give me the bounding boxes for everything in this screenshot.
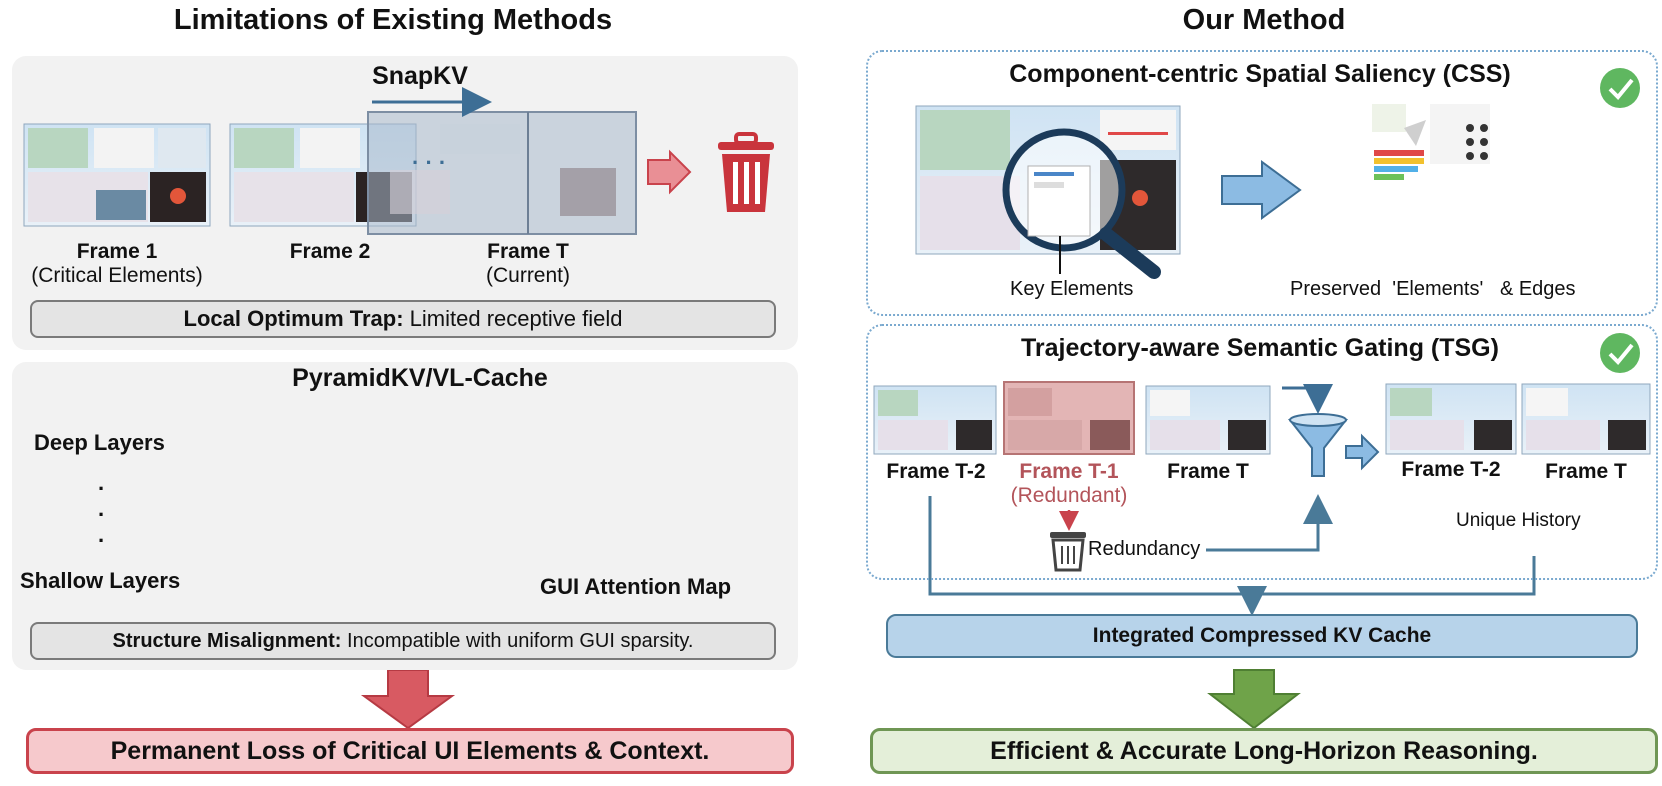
tsg-frame-t1 [1003, 381, 1135, 455]
deep-layers-label: Deep Layers [34, 430, 165, 455]
frame-1-name: Frame 1 [76, 240, 158, 263]
tsg-frame-t2-label: Frame T-2 [886, 460, 986, 483]
frame-1-label: Frame 1 (Critical Elements) [22, 240, 212, 288]
shallow-layers-label: Shallow Layers [20, 568, 181, 593]
tsg-output-t2-label: Frame T-2 [1401, 458, 1501, 481]
left-title: Limitations of Existing Methods [173, 4, 613, 36]
tsg-frame-t2 [873, 385, 997, 455]
magnifier-icon [1002, 128, 1161, 279]
unique-history-label: Unique History [1456, 510, 1581, 531]
css-panel [866, 50, 1658, 316]
tsg-output-frame-t [1521, 383, 1651, 455]
tsg-frame-t [1145, 385, 1271, 455]
frame-2-label: Frame 2 [260, 240, 400, 264]
tsg-output-t-label: Frame T [1545, 460, 1627, 483]
tsg-frame-t1-label: Frame T-1 [1019, 460, 1119, 483]
css-check-icon [1600, 68, 1640, 108]
left-result-box: Permanent Loss of Critical UI Elements &… [26, 728, 794, 774]
tsg-frame-t1-note: (Redundant) [1010, 484, 1128, 507]
frame-t-label: Frame T (Current) [458, 240, 598, 288]
discard-arrow [647, 149, 692, 195]
tsg-arrow [1345, 433, 1380, 471]
pyramid-issue-text: Incompatible with uniform GUI sparsity. [341, 630, 694, 652]
tsg-frame-t-label: Frame T [1167, 460, 1249, 483]
snapkv-title: SnapKV [372, 62, 468, 90]
redundancy-trash-icon [1050, 532, 1086, 572]
right-title: Our Method [1182, 4, 1346, 36]
snapkv-issue-bar: Local Optimum Trap: Limited receptive fi… [30, 300, 776, 338]
pyramid-issue-bold: Structure Misalignment: [112, 630, 342, 652]
key-elements-label: Key Elements [1010, 278, 1134, 300]
snapkv-ellipsis: · · · [412, 150, 447, 175]
snapkv-frame-2 [229, 123, 417, 227]
css-arrow [1221, 160, 1302, 220]
snapkv-issue-text: Limited receptive field [403, 306, 623, 331]
frame-1-note: (Critical Elements) [31, 264, 203, 287]
kv-cache-box: Integrated Compressed KV Cache [886, 614, 1638, 658]
tsg-check-icon [1600, 333, 1640, 373]
frame-t-name: Frame T [487, 240, 569, 263]
redundancy-label: Redundancy [1088, 538, 1201, 560]
pyramid-title: PyramidKV/VL-Cache [292, 364, 548, 392]
snapkv-issue-bold: Local Optimum Trap: [183, 306, 404, 331]
css-title: Component-centric Spatial Saliency (CSS) [1009, 60, 1511, 88]
right-down-arrow [1207, 669, 1301, 730]
frame-2-name: Frame 2 [289, 240, 371, 263]
left-down-arrow [360, 669, 456, 730]
preserved-elements-label: Preserved 'Elements' & Edges [1290, 278, 1576, 300]
funnel-icon [1287, 413, 1349, 477]
tsg-panel [866, 324, 1658, 580]
trash-icon [718, 132, 774, 212]
snapkv-window [367, 111, 637, 235]
pyramid-panel [12, 362, 798, 670]
snapkv-frame-1 [23, 123, 211, 227]
frame-t-note: (Current) [485, 264, 570, 287]
tsg-output-frame-t2 [1385, 383, 1517, 455]
right-result-box: Efficient & Accurate Long-Horizon Reason… [870, 728, 1658, 774]
attention-map-label: GUI Attention Map [540, 574, 732, 599]
css-output-preview [1366, 98, 1556, 274]
pyramid-issue-bar: Structure Misalignment: Incompatible wit… [30, 622, 776, 660]
layers-dots: . . . [98, 470, 105, 547]
tsg-title: Trajectory-aware Semantic Gating (TSG) [1021, 334, 1499, 362]
